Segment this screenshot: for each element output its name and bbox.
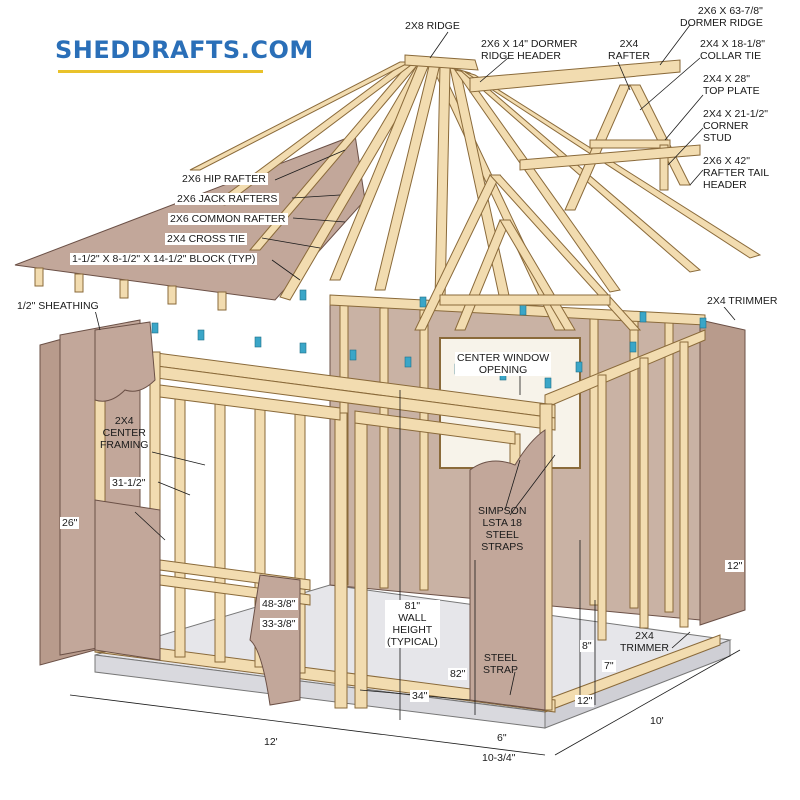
label-rafter-tail-header: 2x6 x 42" RAFTER TAIL HEADER (703, 155, 770, 191)
label-sheathing: 1/2" SHEATHING (15, 300, 101, 312)
dim-48: 48-3/8" (260, 598, 298, 610)
dim-10-34: 10-3/4" (480, 752, 518, 764)
label-steel-strap: STEEL STRAP (483, 652, 519, 676)
label-cross-tie: 2x4 CROSS TIE (165, 233, 248, 245)
label-corner-stud: 2x4 x 21-1/2" CORNER STUD (703, 108, 769, 144)
dormer-ridge (469, 59, 681, 93)
dim-length-12: 12' (262, 736, 280, 748)
ridge-board (404, 54, 479, 71)
label-top-plate: 2x4 x 28" TOP PLATE (703, 73, 760, 97)
dim-34: 34" (410, 690, 430, 702)
dormer-frame (519, 84, 701, 211)
label-hip-rafter: 2x6 HIP RAFTER (180, 173, 268, 185)
dim-26: 26" (60, 517, 80, 529)
label-ridge: 2x8 RIDGE (405, 20, 460, 32)
front-gable (414, 174, 642, 331)
label-common-rafter: 2x6 COMMON RAFTER (168, 213, 288, 225)
front-left-lower-sheathing (94, 499, 161, 661)
dim-12in-right: 12" (725, 560, 745, 572)
label-wall-height: 81" WALL HEIGHT (TYPICAL) (385, 600, 440, 648)
dim-12in: 12" (575, 695, 595, 707)
label-trimmer-bottom: 2x4 TRIMMER (620, 630, 669, 654)
dim-33: 33-3/8" (260, 618, 298, 630)
label-simpson-straps: SIMPSON LSTA 18 STEEL STRAPS (478, 505, 527, 553)
leader-lines (94, 24, 736, 696)
label-jack-rafters: 2x6 JACK RAFTERS (175, 193, 280, 205)
dim-8: 8" (580, 640, 594, 652)
dim-7: 7" (602, 660, 616, 672)
front-right-sheathing (469, 429, 546, 711)
brand-logo[interactable]: SHEDDRAFTS.COM (55, 36, 314, 64)
label-trimmer-top: 2x4 TRIMMER (705, 295, 780, 307)
right-wall-framing (544, 329, 721, 713)
right-wall-sheathing (699, 319, 746, 626)
label-center-framing: 2x4 CENTER FRAMING (100, 415, 149, 451)
rafter-tail-blocks (34, 267, 227, 311)
label-dormer-ridge: 2x6 x 63-7/8" DORMER RIDGE (680, 5, 763, 29)
front-left-sheathing (94, 321, 156, 402)
dim-6: 6" (495, 732, 509, 744)
label-rafter: 2x4 RAFTER (608, 38, 650, 62)
label-center-window: CENTER WINDOW OPENING (455, 352, 552, 376)
dim-31: 31-1/2" (110, 477, 148, 489)
dim-length-10: 10' (648, 715, 666, 727)
label-block: 1-1/2" x 8-1/2" x 14-1/2" BLOCK (TYP) (70, 253, 258, 265)
brand-underline (58, 70, 263, 73)
label-dormer-ridge-header: 2x6 x 14" DORMER RIDGE HEADER (481, 38, 578, 62)
front-wall-framing (94, 344, 556, 713)
dimension-lines (69, 390, 741, 756)
label-collar-tie: 2x4 x 18-1/8" COLLAR TIE (700, 38, 766, 62)
dim-82: 82" (448, 668, 468, 680)
